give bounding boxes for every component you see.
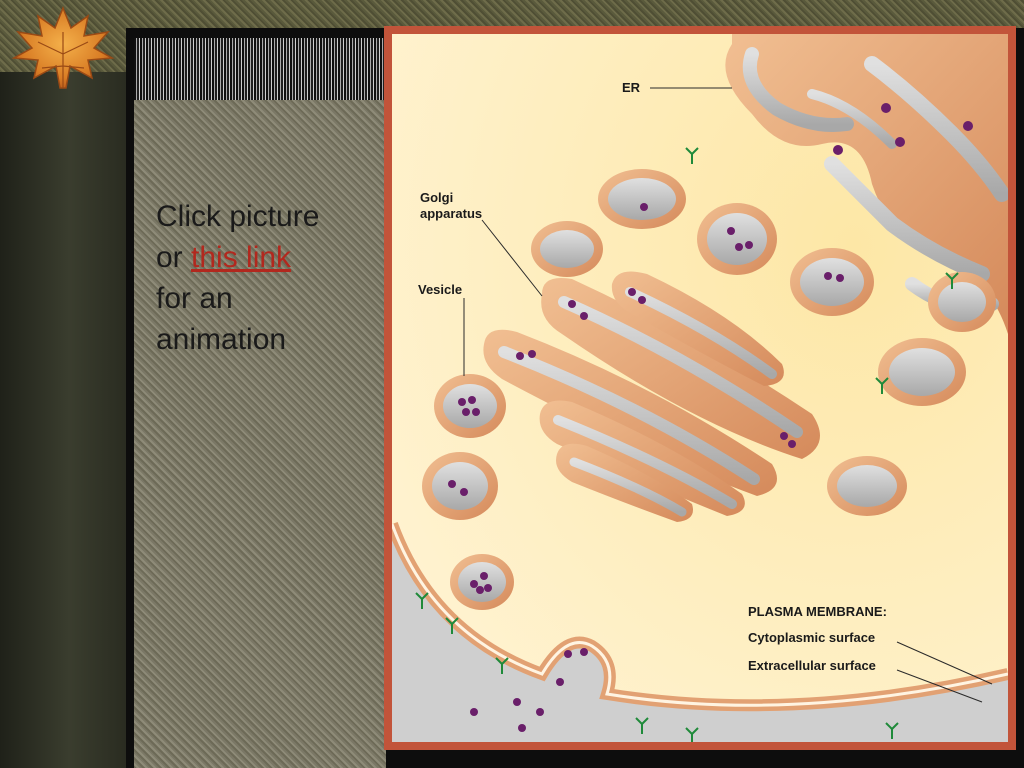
label-golgi-line-2: apparatus <box>420 206 482 221</box>
golgi-apparatus <box>483 271 820 522</box>
caption-line-4: animation <box>156 323 287 356</box>
vesicles <box>422 169 996 610</box>
slide-texture-strip <box>134 38 394 100</box>
slide-caption: Click picture or this link for an animat… <box>156 196 376 360</box>
caption-line-3: for an <box>156 282 233 315</box>
vesicle <box>878 338 966 406</box>
golgi-figure[interactable]: ER Golgi apparatus Vesicle PLASMA MEMBRA… <box>392 34 1008 742</box>
vesicle <box>598 169 686 229</box>
label-vesicle: Vesicle <box>418 282 462 297</box>
vesicle <box>531 221 603 277</box>
caption-line-2: or this link <box>156 237 376 278</box>
label-plasma-membrane: PLASMA MEMBRANE: <box>748 604 887 619</box>
maple-leaf-icon <box>11 5 115 89</box>
slide-content-area <box>134 100 386 768</box>
label-leaders <box>463 87 993 703</box>
vesicle <box>697 203 777 275</box>
vesicle <box>422 452 498 520</box>
label-er: ER <box>622 80 641 95</box>
animation-link[interactable]: this link <box>191 241 292 274</box>
slide-left-rail <box>0 72 126 768</box>
golgi-figure-frame[interactable]: ER Golgi apparatus Vesicle PLASMA MEMBRA… <box>384 26 1016 750</box>
vesicle <box>434 374 506 438</box>
label-extracellular-surface: Extracellular surface <box>748 658 876 673</box>
vesicle <box>450 554 514 610</box>
endoplasmic-reticulum <box>725 34 1008 334</box>
vesicle <box>827 456 907 516</box>
golgi-diagram: ER Golgi apparatus Vesicle PLASMA MEMBRA… <box>392 34 1008 742</box>
secreted-cargo <box>470 648 588 732</box>
caption-line-1: Click picture <box>156 200 320 233</box>
label-cytoplasmic-surface: Cytoplasmic surface <box>748 630 875 645</box>
vesicle <box>928 272 996 332</box>
caption-line-2-prefix: or <box>156 241 192 274</box>
label-golgi-line-1: Golgi <box>420 190 453 205</box>
vesicle <box>790 248 874 316</box>
extracellular-region <box>392 524 1008 742</box>
membrane-receptors <box>415 147 959 742</box>
